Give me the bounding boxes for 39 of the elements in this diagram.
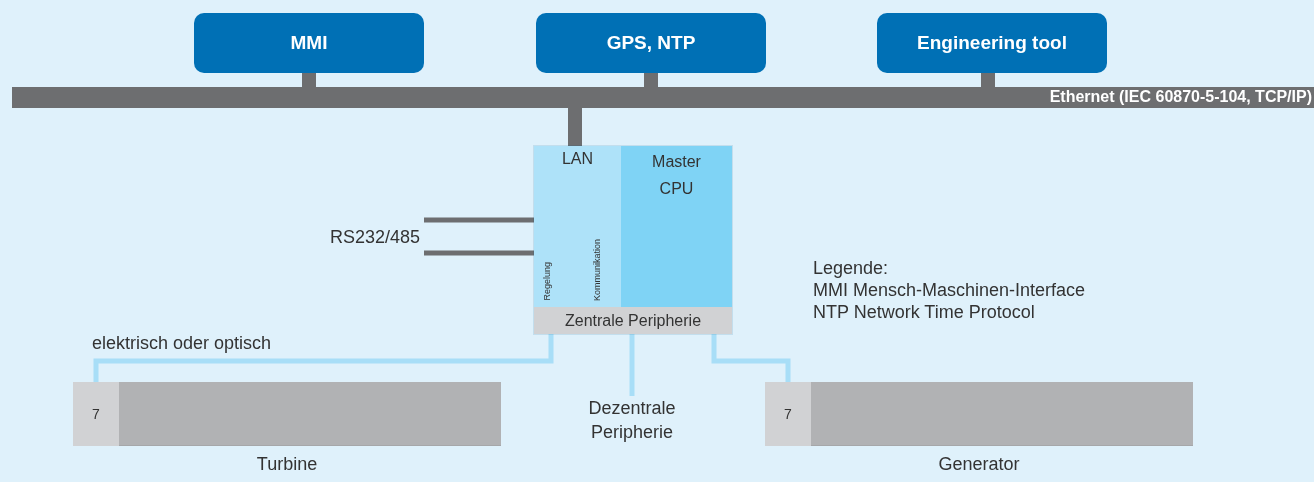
panel-label: LAN — [560, 150, 595, 168]
legend-text: NTP Network Time Protocol — [813, 301, 1035, 323]
panel-label: Master CPU — [651, 152, 702, 199]
serial-line — [424, 217, 534, 223]
interface-label: RS232/485 — [290, 225, 420, 255]
client-box — [536, 13, 766, 73]
module-panel — [534, 307, 732, 334]
terminal-number: 7 — [91, 405, 101, 424]
edge-label: elektrisch oder optisch — [92, 333, 272, 354]
box-label: GPS, NTP — [605, 31, 697, 55]
network-bus — [12, 87, 1314, 108]
box-label: MMI — [289, 31, 329, 55]
terminal-block — [765, 382, 811, 446]
bus-label: Ethernet (IEC 60870-5-104, TCP/IP) — [1049, 88, 1312, 106]
client-box — [877, 13, 1107, 73]
controller-box — [534, 146, 732, 334]
cable-line — [93, 334, 554, 382]
peripheral-label: Dezentrale Peripherie — [570, 396, 694, 444]
cable-line — [711, 334, 791, 382]
module-panel — [621, 146, 732, 307]
cable-line — [629, 334, 635, 396]
bus-connector — [981, 73, 995, 87]
machine-bar — [765, 382, 1193, 446]
serial-line — [424, 250, 534, 256]
legend-text: MMI Mensch-Maschinen-Interface — [813, 279, 1086, 301]
client-box — [194, 13, 424, 73]
rotated-label: Kommunikation — [592, 238, 602, 301]
node-label: Generator — [937, 454, 1021, 475]
terminal-number: 7 — [783, 405, 793, 424]
machine-bar — [73, 382, 501, 446]
terminal-block — [73, 382, 119, 446]
rotated-label: Regelung — [542, 262, 552, 301]
node-label: Turbine — [255, 454, 319, 475]
box-label: Engineering tool — [916, 31, 1068, 55]
bus-connector — [568, 108, 582, 146]
bus-connector — [302, 73, 316, 87]
bus-connector — [644, 73, 658, 87]
legend-text: Legende: — [813, 257, 889, 279]
panel-label: Zentrale Peripherie — [563, 311, 703, 331]
